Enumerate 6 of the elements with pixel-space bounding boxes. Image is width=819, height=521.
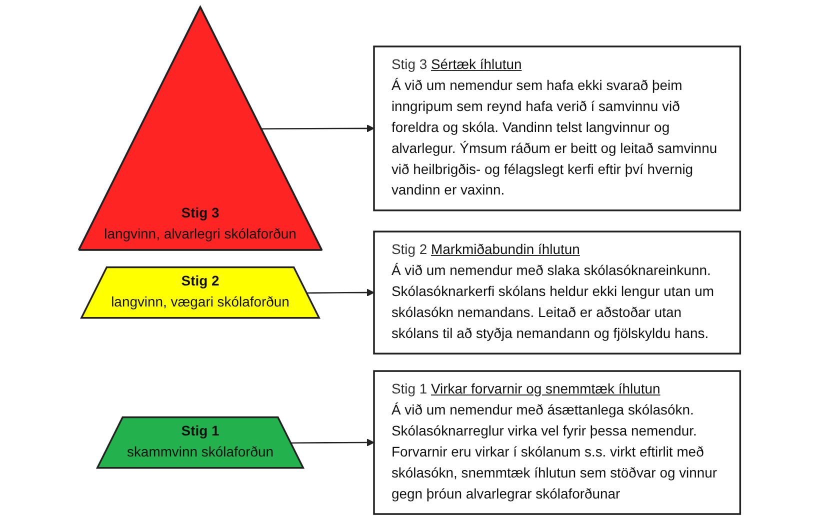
node-box: Stig 2 Markmiðabundin íhlutun Á við um nemendur með slaka skólasóknareinkunn. Skólasóknarkerfi skólans heldur ekki lengur utan um skólasókn nemandans. Leitað er aðstoðar utan skólans til að styðja nemandann og fjölskyldu hans. [373, 230, 742, 354]
node-box: Stig 3 Sértæk íhlutun Á við um nemendur sem hafa ekki svarað þeim inngripum sem reynd hafa verið í samvinnu við foreldra og skóla. Vandinn telst langvinnur og alvarlegur. Ýmsum ráðum er beitt og leitað samvinnu við heilbrigðis- og félagslegt kerfi eftir því hvernig vandinn er vaxinn. [373, 46, 742, 212]
node-box: Stig 1 Virkar forvarnir og snemmtæk íhlutun Á við um nemendur með ásættanlega skólasókn. Skólasóknarreglur virka vel fyrir þessa nemendur. Forvarnir eru virkar í skólanum s.s. virkt eftirlit með skólasókn, snemmtæk íhlutun sem stöðvar og vinnur gegn þróun alvarlegrar skólaforðunar [373, 370, 742, 515]
arrow [306, 288, 374, 296]
arrow [290, 438, 374, 446]
arrow [261, 124, 374, 132]
